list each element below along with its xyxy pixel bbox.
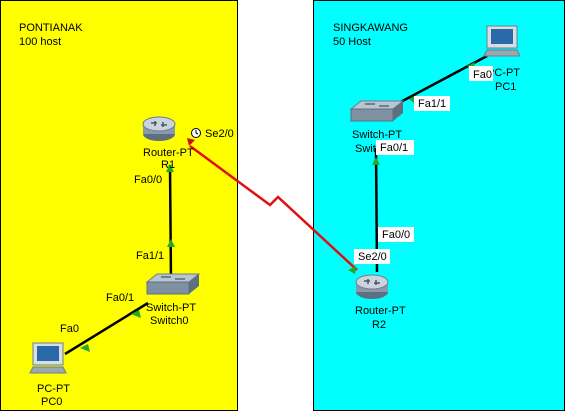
zone-singkawang (313, 0, 565, 411)
clock-icon (191, 128, 201, 138)
port-r2-fa-bg (378, 227, 414, 242)
zone-singkawang-name: SINGKAWANG (333, 22, 408, 34)
status-sw0-pc (131, 310, 141, 318)
zone-pontianak-name: PONTIANAK (19, 22, 83, 34)
status-sw0-up (167, 239, 175, 247)
serial-link-r1-r2[interactable] (189, 144, 358, 271)
port-r2-se-bg (354, 249, 390, 264)
port-sw0-pc: Fa0/1 (106, 292, 134, 304)
port-sw1-r2: Fa0/1 (380, 142, 408, 154)
status-pc0 (80, 344, 90, 352)
switch1-model: Switch-PT (352, 129, 402, 141)
switch0-model: Switch-PT (146, 302, 196, 314)
status-r2-fa (372, 157, 380, 165)
router-icon[interactable] (142, 116, 176, 141)
port-sw1-r2-bg (376, 140, 414, 155)
pc1-model: PC-PT (487, 67, 520, 79)
status-r1-fa (166, 164, 174, 172)
zone-singkawang-hosts: 50 Host (333, 36, 371, 48)
port-sw1-pc: Fa1/1 (418, 98, 446, 110)
router-r1-model: Router-PT (143, 147, 194, 159)
port-pc1-bg (469, 66, 493, 81)
status-r1-se (187, 138, 195, 146)
pc0-model: PC-PT (37, 383, 70, 395)
port-sw1-pc-bg (414, 96, 450, 111)
switch-icon[interactable] (349, 100, 405, 122)
port-r1-se: Se2/0 (205, 128, 234, 140)
zone-pontianak (0, 0, 238, 411)
pc1-name: PC1 (495, 81, 516, 93)
status-r2-se (348, 266, 356, 274)
router-icon[interactable] (355, 274, 389, 299)
port-sw0-up: Fa1/1 (136, 250, 164, 262)
router-r2-name: R2 (372, 319, 386, 331)
port-r2-fa: Fa0/0 (382, 229, 410, 241)
router-r2-model: Router-PT (355, 305, 406, 317)
pc-icon[interactable] (483, 25, 521, 57)
switch0-name: Switch0 (150, 315, 189, 327)
link-switch0-pc0[interactable] (64, 301, 149, 356)
link-r1-switch0[interactable] (168, 164, 173, 283)
zone-pontianak-hosts: 100 host (19, 36, 61, 48)
port-pc0: Fa0 (60, 323, 79, 335)
port-r1-fa: Fa0/0 (134, 174, 162, 186)
router-r1-name: R1 (161, 159, 175, 171)
pc0-name: PC0 (41, 396, 62, 408)
port-r2-se: Se2/0 (358, 251, 387, 263)
pc-icon[interactable] (29, 342, 67, 374)
port-pc1: Fa0 (473, 69, 492, 81)
switch-icon[interactable] (145, 273, 201, 295)
